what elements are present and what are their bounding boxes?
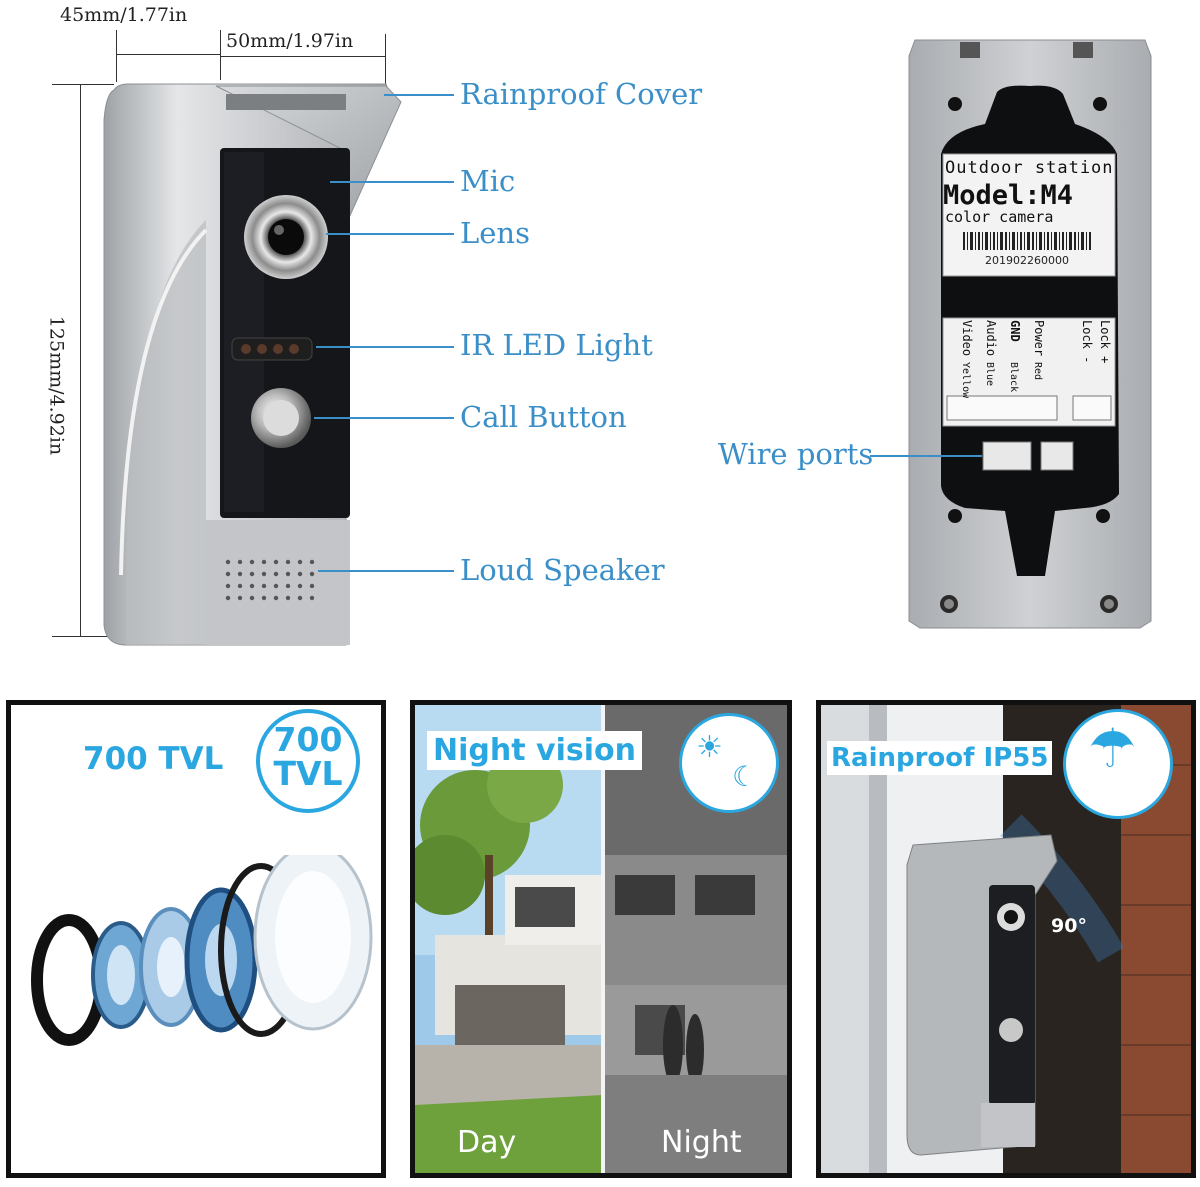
width-dimension: 50mm/1.97in xyxy=(226,30,354,52)
wiring-color-yellow: Yellow xyxy=(960,362,971,399)
ir-led-label: IR LED Light xyxy=(460,328,653,362)
doorbell-back-illustration xyxy=(908,39,1152,629)
wiring-row-gnd: GND xyxy=(1008,320,1022,342)
sun-icon: ☀ xyxy=(696,730,723,765)
tvl-badge-line1: 700 xyxy=(273,720,343,759)
ir-led-leader xyxy=(316,346,454,348)
lens-label: Lens xyxy=(460,216,530,250)
wiring-row-audio: Audio xyxy=(984,320,998,357)
wire-ports-leader xyxy=(870,455,982,457)
depth-tick-left xyxy=(116,30,117,82)
height-tick-bottom xyxy=(52,636,114,637)
depth-line xyxy=(116,54,220,55)
wiring-row-video: Video xyxy=(960,320,974,357)
wiring-color-red: Red xyxy=(1032,362,1043,381)
umbrella-icon: ☂ xyxy=(1088,717,1137,780)
lens-leader xyxy=(326,233,454,235)
height-dimension: 125mm/4.92in xyxy=(45,315,68,456)
day-label: Day xyxy=(457,1125,517,1160)
night-vision-title: Night vision xyxy=(427,731,642,770)
wire-ports-label: Wire ports xyxy=(718,437,874,471)
mic-leader xyxy=(330,181,454,183)
depth-tick-right xyxy=(220,30,221,80)
wiring-row-power: Power xyxy=(1032,320,1046,357)
mounted-doorbell-illustration xyxy=(821,705,1191,1173)
back-label-line1: Outdoor station xyxy=(945,158,1114,178)
loud-speaker-label: Loud Speaker xyxy=(460,553,665,587)
day-night-badge: ☀ ☾ xyxy=(679,713,779,813)
width-tick-right xyxy=(385,34,386,88)
panel-tvl: 700 TVL 700 TVL xyxy=(6,700,386,1178)
wiring-lock-plus: Lock + xyxy=(1098,320,1112,364)
view-angle-label: 90° xyxy=(1051,915,1087,937)
call-button-leader xyxy=(314,417,454,419)
umbrella-badge: ☂ xyxy=(1063,709,1173,819)
mic-label: Mic xyxy=(460,164,516,198)
width-line xyxy=(220,56,385,57)
rainproof-cover-leader xyxy=(384,94,454,96)
wiring-color-black: Black xyxy=(1008,362,1019,393)
depth-dimension: 45mm/1.77in xyxy=(60,4,188,26)
exploded-lens-illustration xyxy=(31,855,373,1046)
height-tick-top xyxy=(52,84,114,85)
back-label-line3: color camera xyxy=(945,208,1054,226)
wiring-lock-minus: Lock - xyxy=(1080,320,1094,364)
height-line xyxy=(80,84,81,636)
tvl-badge-line2: TVL xyxy=(273,754,343,793)
moon-icon: ☾ xyxy=(732,760,758,793)
back-label-serial: 201902260000 xyxy=(985,254,1069,267)
tvl-badge xyxy=(256,709,360,813)
rainproof-cover-label: Rainproof Cover xyxy=(460,77,703,111)
call-button-label: Call Button xyxy=(460,400,627,434)
rainproof-title: Rainproof IP55 xyxy=(827,741,1053,775)
doorbell-front-illustration xyxy=(103,83,402,646)
tvl-title: 700 TVL xyxy=(83,741,224,777)
back-label-model: Model:M4 xyxy=(943,180,1074,211)
panel-rainproof: Rainproof IP55 ☂ 90° xyxy=(816,700,1196,1178)
wiring-color-blue: Blue xyxy=(984,362,995,387)
night-label: Night xyxy=(661,1125,742,1160)
panel-night-vision: Night vision ☀ ☾ Day Night xyxy=(410,700,792,1178)
loud-speaker-leader xyxy=(318,570,454,572)
